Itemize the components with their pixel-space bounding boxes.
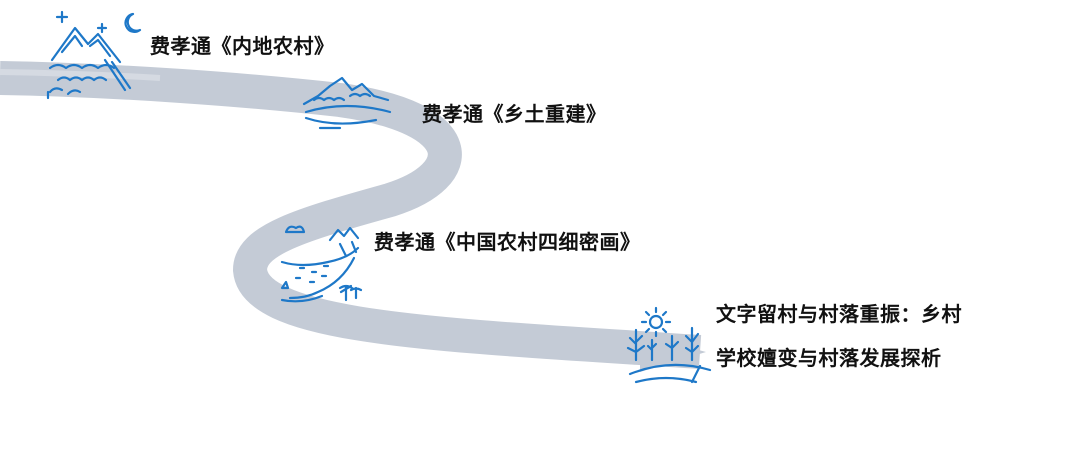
sun-field-icon: [626, 306, 712, 384]
mountain-range-icon: [302, 76, 392, 130]
milestone-2-title: 费孝通《乡土重建》: [422, 102, 607, 126]
milestone-1-title: 费孝通《内地农村》: [150, 34, 335, 58]
milestone-3-title: 费孝通《中国农村四细密画》: [374, 230, 641, 254]
coast-palm-icon: [280, 225, 363, 303]
milestone-4-title-line-1: 文字留村与村落重振：乡村: [716, 302, 962, 326]
mountain-moon-icon: [46, 10, 142, 100]
milestone-4-title: 文字留村与村落重振：乡村 学校嬗变与村落发展探析: [716, 292, 962, 380]
milestone-4-title-line-2: 学校嬗变与村落发展探析: [716, 346, 942, 370]
